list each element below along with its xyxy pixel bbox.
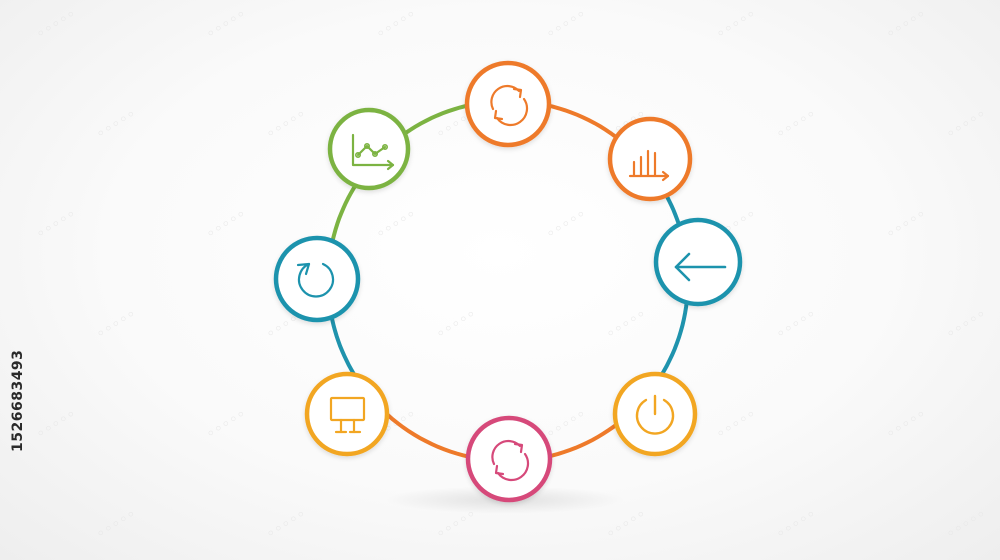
watermark-mark: ◦◦◦◦◦ [883, 405, 930, 444]
watermark-mark: ◦◦◦◦◦ [773, 505, 820, 544]
node-circle [273, 235, 361, 323]
bar-chart-icon [628, 149, 670, 182]
presentation-board-icon [329, 396, 366, 434]
watermark-mark: ◦◦◦◦◦ [203, 405, 250, 444]
watermark-mark: ◦◦◦◦◦ [373, 205, 420, 244]
node-back-arrow[interactable] [653, 217, 743, 307]
watermark-mark: ◦◦◦◦◦ [33, 205, 80, 244]
power-icon [635, 394, 675, 435]
watermark-mark: ◦◦◦◦◦ [93, 105, 140, 144]
node-bar-chart[interactable] [607, 116, 693, 202]
stock-id-label: 1526683493 [10, 349, 26, 452]
watermark-mark: ◦◦◦◦◦ [263, 105, 310, 144]
refresh-icon [490, 84, 529, 127]
arrow-left-icon [674, 252, 727, 282]
node-circle [464, 60, 552, 148]
watermark-mark: ◦◦◦◦◦ [263, 505, 310, 544]
watermark-mark: ◦◦◦◦◦ [713, 5, 760, 44]
watermark-mark: ◦◦◦◦◦ [543, 405, 590, 444]
node-refresh-bottom[interactable] [465, 415, 553, 503]
watermark-mark: ◦◦◦◦◦ [603, 305, 650, 344]
node-circle [607, 116, 693, 202]
watermark-mark: ◦◦◦◦◦ [93, 305, 140, 344]
node-circle [465, 415, 553, 503]
watermark-mark: ◦◦◦◦◦ [33, 405, 80, 444]
watermark-mark: ◦◦◦◦◦ [203, 205, 250, 244]
line-chart-icon [351, 133, 395, 171]
node-circle [653, 217, 743, 307]
watermark-mark: ◦◦◦◦◦ [603, 505, 650, 544]
cycle-icon [296, 262, 335, 298]
watermark-mark: ◦◦◦◦◦ [943, 105, 990, 144]
watermark-mark: ◦◦◦◦◦ [943, 505, 990, 544]
node-line-chart[interactable] [327, 107, 411, 191]
node-circle [304, 371, 390, 457]
watermark-mark: ◦◦◦◦◦ [773, 305, 820, 344]
watermark-mark: ◦◦◦◦◦ [883, 5, 930, 44]
watermark-mark: ◦◦◦◦◦ [713, 405, 760, 444]
node-cycle[interactable] [273, 235, 361, 323]
watermark-mark: ◦◦◦◦◦ [33, 5, 80, 44]
watermark-mark: ◦◦◦◦◦ [433, 305, 480, 344]
watermark-mark: ◦◦◦◦◦ [943, 305, 990, 344]
watermark-mark: ◦◦◦◦◦ [543, 5, 590, 44]
watermark-mark: ◦◦◦◦◦ [773, 105, 820, 144]
node-refresh-top[interactable] [464, 60, 552, 148]
watermark-mark: ◦◦◦◦◦ [543, 205, 590, 244]
watermark-mark: ◦◦◦◦◦ [883, 205, 930, 244]
node-presentation-board[interactable] [304, 371, 390, 457]
watermark-mark: ◦◦◦◦◦ [203, 5, 250, 44]
node-power[interactable] [612, 371, 698, 457]
watermark-mark: ◦◦◦◦◦ [93, 505, 140, 544]
watermark-mark: ◦◦◦◦◦ [373, 5, 420, 44]
refresh-icon [491, 439, 530, 482]
